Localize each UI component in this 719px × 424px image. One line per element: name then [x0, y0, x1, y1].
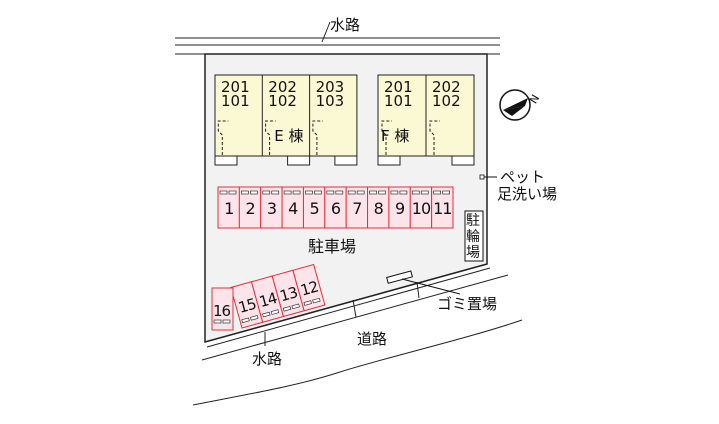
- parking-number: 12: [299, 278, 321, 300]
- svg-text:16: 16: [213, 302, 231, 320]
- parking-number: 7: [352, 199, 361, 218]
- parking-slot: 13: [271, 269, 305, 318]
- unit-number-lower: 102: [268, 92, 297, 110]
- road-label: 道路: [357, 330, 387, 348]
- parking-number: 4: [288, 199, 298, 218]
- parking-slot: 6: [324, 186, 347, 229]
- parking-number: 15: [236, 295, 258, 317]
- parking-number: 8: [374, 199, 384, 218]
- building-name: F 棟: [381, 127, 409, 145]
- parking-slot: 1: [217, 186, 240, 229]
- unit-number-upper: 202: [268, 78, 297, 96]
- parking-label: 駐車場: [308, 237, 356, 256]
- bike-parking: 駐 輪 場: [464, 210, 484, 262]
- pet-wash: ペット 足洗い場: [479, 168, 557, 203]
- unit-number-upper: 203: [316, 78, 345, 96]
- unit-number-upper: 202: [432, 78, 461, 96]
- parking-number: 3: [267, 199, 276, 218]
- parking-number: 13: [278, 283, 300, 305]
- parking-number: 1: [224, 199, 233, 218]
- parking-slot: 2: [238, 186, 262, 229]
- parking-slot: 5: [302, 186, 326, 229]
- parking-slot: 8: [367, 186, 390, 229]
- unit-number-lower: 101: [221, 92, 250, 110]
- svg-text:ペット: ペット: [500, 168, 545, 186]
- parking-slot: 3: [260, 186, 283, 229]
- unit-number-upper: 201: [221, 78, 250, 96]
- parking-slot: 11: [431, 186, 454, 229]
- parking-number: 9: [395, 199, 405, 218]
- parking-slot: 9: [388, 186, 411, 229]
- svg-text:輪: 輪: [466, 228, 480, 245]
- parking-slot: 4: [281, 186, 304, 229]
- parking-number: 2: [245, 199, 254, 218]
- parking-slot: 10: [409, 186, 433, 229]
- parking-number: 10: [412, 199, 431, 218]
- parking-slot: 16: [211, 287, 234, 331]
- garbage-area: ゴミ置場: [386, 270, 497, 313]
- water-label-bottom: 水路: [252, 350, 282, 368]
- svg-text:足洗い場: 足洗い場: [497, 185, 557, 203]
- parking-slot: 7: [345, 186, 369, 229]
- parking-number: 11: [433, 199, 451, 218]
- building-name: E 棟: [274, 127, 303, 145]
- svg-text:場: 場: [466, 245, 480, 261]
- parking-number: 5: [310, 199, 319, 218]
- water-label-top: 水路: [330, 16, 360, 34]
- unit-number-lower: 103: [316, 92, 345, 110]
- parking-slot: 12: [292, 263, 326, 312]
- unit-number-lower: 101: [384, 92, 413, 110]
- compass-north-icon: N: [499, 89, 542, 121]
- road-lines: [192, 267, 523, 406]
- unit-number-upper: 201: [384, 78, 413, 96]
- parking-number: 14: [257, 289, 279, 311]
- unit-number-lower: 102: [432, 92, 461, 110]
- svg-text:ゴミ置場: ゴミ置場: [437, 295, 497, 313]
- svg-text:駐: 駐: [466, 213, 480, 229]
- parking-number: 6: [331, 199, 341, 218]
